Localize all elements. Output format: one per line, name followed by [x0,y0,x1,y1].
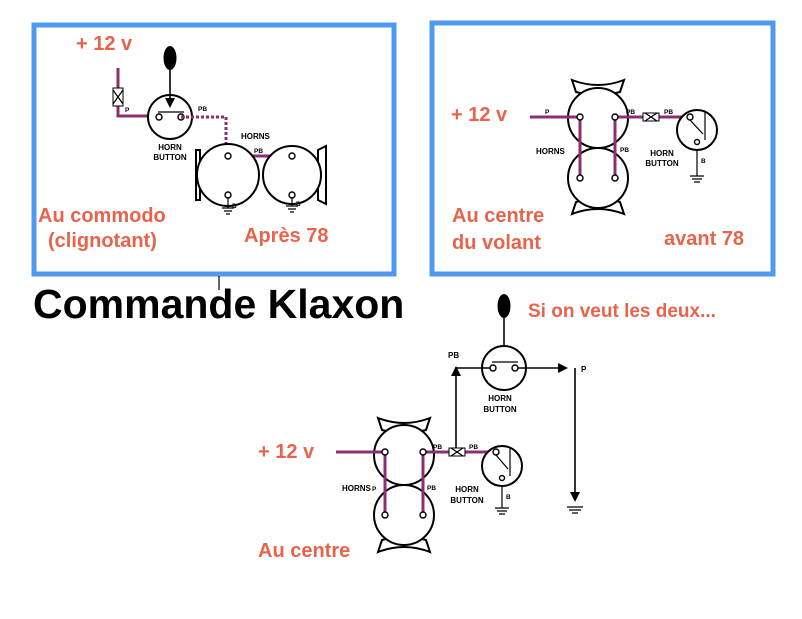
combo-horns-label: HORNS [342,484,372,493]
combo-b-label: B [506,494,511,501]
combo-p-right-label: P [581,365,587,374]
combo-pb-top-label: PB [448,351,459,360]
combo-p-arrow [558,363,568,373]
left-era-label: Après 78 [244,225,329,247]
combo-supply-label: + 12 v [258,441,315,463]
right-button-terminal-b [693,138,701,146]
left-b2-label: B [296,201,301,208]
left-pb-wire [181,115,228,156]
right-horns-label: HORNS [536,147,566,156]
right-horn-terminal-pb2 [611,174,619,182]
panel-left: + 12 v P PB PB HORNS HORN BUTTON B B Au … [31,22,397,277]
combo-top-button-label-2: BUTTON [483,405,516,414]
combo-button-terminal-pb [492,448,500,456]
right-horn-terminal-p2 [576,174,584,182]
left-fuse-mark [112,89,124,105]
combo-horn-lower-body [373,484,435,546]
left-location-label-1: Au commodo [38,205,166,227]
left-horns-label: HORNS [241,132,271,141]
left-wire-pb1-label: PB [198,106,207,113]
combo-ground-icon [567,506,583,514]
combo-wire-pb2-label: PB [469,444,478,451]
left-horn-1-ground-icon [222,198,234,215]
combo-diagram: PB P HORN BUTTON + 12 v P PB PB PB HORNS… [258,294,587,562]
left-horn-1-terminal-b [224,191,232,199]
right-location-label-2: du volant [452,232,541,254]
left-horn-2-terminal-pb [288,152,296,160]
right-wire-pb3-label: PB [620,147,629,154]
right-horn-terminal-pb [611,113,619,121]
combo-top-button-terminal-1 [489,364,497,372]
left-horn-2-terminal-b [288,191,296,199]
combo-pushbutton-icon [497,294,511,318]
right-wire-p-label: P [545,109,550,116]
right-button-terminal-pb [686,113,694,121]
combo-top-button-terminal-2 [511,364,519,372]
combo-horn-terminal-p [381,448,389,456]
left-wire-pb2-label: PB [254,148,263,155]
combo-button-switch [495,454,509,470]
left-button-terminal-1 [155,113,163,121]
right-horn-lower-body [567,147,629,209]
combo-wire-p-label: P [372,486,377,493]
note-label: Si on veut les deux... [528,301,716,322]
left-horn-1-terminal-pb [224,152,232,160]
combo-top-button-label-1: HORN [488,394,512,403]
combo-button-ground-icon [495,486,509,515]
left-supply-label: + 12 v [76,33,133,55]
right-ground-icon [690,150,704,183]
right-wire-pb1-label: PB [626,109,635,116]
left-button-label-1: HORN [158,143,182,152]
combo-ground-arrow [570,492,580,502]
combo-fuse-mark [450,447,464,457]
left-button-label-2: BUTTON [153,153,186,162]
combo-wire-pb3-label: PB [427,485,436,492]
combo-button-label-1: HORN [455,485,479,494]
left-button-arrow [165,98,175,108]
combo-button-terminal-b [498,474,506,482]
right-location-label-1: Au centre [452,205,544,227]
left-feed-wire [116,68,150,118]
combo-button-label-2: BUTTON [450,496,483,505]
right-b-label: B [701,158,706,165]
right-fuse-mark [644,112,658,122]
left-horn-2-ground-icon [286,198,298,213]
left-b1-label: B [232,203,237,210]
right-wire-pb2-label: PB [664,109,673,116]
left-wire-p-label: P [125,107,130,114]
panel-right: + 12 v P PB PB PB HORNS HORN BUTTON B Au… [429,20,776,277]
right-era-label: avant 78 [664,228,744,250]
right-button-label-1: HORN [650,149,674,158]
combo-pb-arrow [451,366,461,376]
combo-wire-pb1-label: PB [433,444,442,451]
combo-location-label: Au centre [258,540,350,562]
right-horn-terminal-p [576,113,584,121]
left-location-label-2: (clignotant) [48,230,157,252]
left-pushbutton-icon [163,46,177,70]
combo-horn-terminal-p2 [381,511,389,519]
page-title: Commande Klaxon [33,281,404,327]
right-button-switch [689,119,704,135]
right-supply-label: + 12 v [451,104,508,126]
right-button-label-2: BUTTON [645,159,678,168]
combo-horn-terminal-pb2 [419,511,427,519]
combo-horn-terminal-pb [419,448,427,456]
